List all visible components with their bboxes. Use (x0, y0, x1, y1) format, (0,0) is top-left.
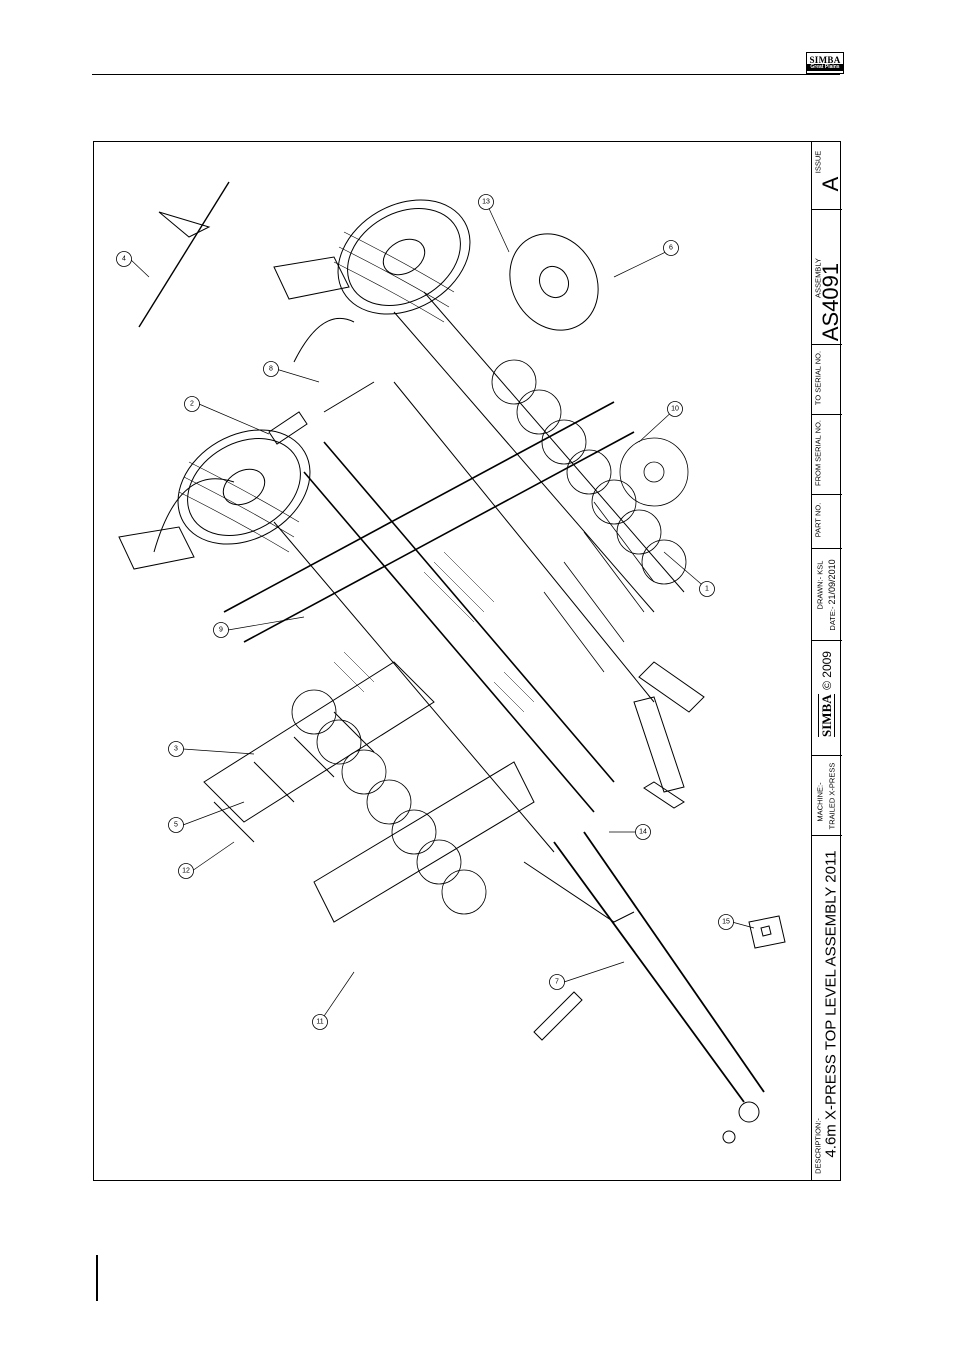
drawn-line: DRAWN:- KSL (816, 560, 825, 609)
callout-9: 9 (214, 623, 229, 638)
date-line: DATE:- 21/09/2010 (827, 559, 837, 630)
part-no-cell: PART NO. (812, 495, 842, 549)
svg-text:6: 6 (669, 245, 673, 252)
drawn-date-cell: DRAWN:- KSL DATE:- 21/09/2010 (812, 549, 842, 641)
drawn-value: KSL (816, 560, 825, 574)
callout-2: 2 (185, 397, 200, 412)
callout-14: 14 (636, 825, 651, 840)
logo-subtext: Great Plains (807, 64, 843, 71)
callout-10: 10 (668, 402, 683, 417)
footer-rule (96, 1255, 98, 1301)
svg-text:11: 11 (316, 1019, 323, 1026)
callout-15: 15 (719, 915, 734, 930)
callout-1: 1 (700, 582, 715, 597)
assembly-cell: ASSEMBLY AS4091 (812, 255, 842, 345)
callout-6: 6 (664, 241, 679, 256)
issue-label: ISSUE (814, 150, 823, 173)
brand-line: SIMBA © 2009 (818, 651, 836, 737)
disc-row-front (492, 360, 686, 584)
callout-13: 13 (479, 195, 494, 210)
svg-text:8: 8 (269, 366, 273, 373)
assembly-number: AS4091 (818, 262, 844, 340)
cutter-packer (544, 438, 688, 672)
svg-text:9: 9 (219, 627, 223, 634)
callout-5: 5 (169, 818, 184, 833)
copyright-text: © 2009 (820, 651, 834, 690)
wheel-rear-left (157, 407, 330, 567)
machine-illustration (119, 177, 785, 1143)
from-serial-cell: FROM SERIAL NO. (812, 415, 842, 495)
issue-cell: ISSUE A (812, 142, 842, 210)
issue-gap (812, 210, 842, 255)
callout-12: 12 (179, 864, 194, 879)
svg-text:15: 15 (722, 919, 730, 926)
marker-arm-detail (139, 182, 229, 327)
callout-7: 7 (550, 975, 565, 990)
to-serial-label: TO SERIAL NO. (814, 350, 823, 404)
svg-text:5: 5 (174, 822, 178, 829)
machine-value: TRAILED X-PRESS (828, 762, 837, 829)
svg-text:2: 2 (190, 401, 194, 408)
part-no-label: PART NO. (814, 502, 823, 537)
from-serial-label: FROM SERIAL NO. (814, 420, 823, 486)
svg-text:4: 4 (122, 256, 126, 263)
front-press-roller (394, 218, 684, 612)
description-value: 4.6m X-PRESS TOP LEVEL ASSEMBLY 2011 (823, 850, 840, 1157)
svg-text:14: 14 (639, 829, 647, 836)
description-label: DESCRIPTION:- (814, 1118, 823, 1174)
callout-3: 3 (169, 742, 184, 757)
svg-text:10: 10 (671, 406, 679, 413)
to-serial-cell: TO SERIAL NO. (812, 345, 842, 415)
callout-8: 8 (264, 362, 279, 377)
drawing-sheet: 1 2 3 4 5 6 7 8 9 10 11 12 13 14 15 ISSU… (93, 141, 841, 1181)
machine-cell: MACHINE:- TRAILED X-PRESS (812, 756, 842, 836)
date-label: DATE:- (828, 606, 837, 630)
svg-text:13: 13 (482, 199, 490, 206)
assembly-drawing: 1 2 3 4 5 6 7 8 9 10 11 12 13 14 15 (94, 142, 810, 1180)
header-rule (92, 74, 840, 75)
title-block: ISSUE A ASSEMBLY AS4091 TO SERIAL NO. FR… (811, 142, 842, 1180)
callout-4: 4 (117, 252, 132, 267)
simba-brand-mark: SIMBA (818, 694, 835, 737)
disc-row-rear (292, 690, 486, 914)
svg-text:1: 1 (705, 586, 709, 593)
callout-leaders (130, 202, 754, 1022)
callout-11: 11 (313, 1015, 328, 1030)
svg-text:12: 12 (182, 868, 190, 875)
date-value: 21/09/2010 (827, 559, 837, 604)
drawn-label: DRAWN:- (816, 576, 825, 609)
issue-value: A (818, 176, 844, 191)
description-cell: DESCRIPTION:- 4.6m X-PRESS TOP LEVEL ASS… (812, 836, 842, 1180)
simba-logo: SIMBA Great Plains (806, 52, 844, 74)
svg-text:7: 7 (555, 979, 559, 986)
svg-text:3: 3 (174, 746, 178, 753)
brand-cell: SIMBA © 2009 (812, 641, 842, 756)
machine-label: MACHINE:- (816, 782, 825, 821)
manual-book (749, 916, 785, 948)
wheel-rear-right (317, 177, 490, 337)
